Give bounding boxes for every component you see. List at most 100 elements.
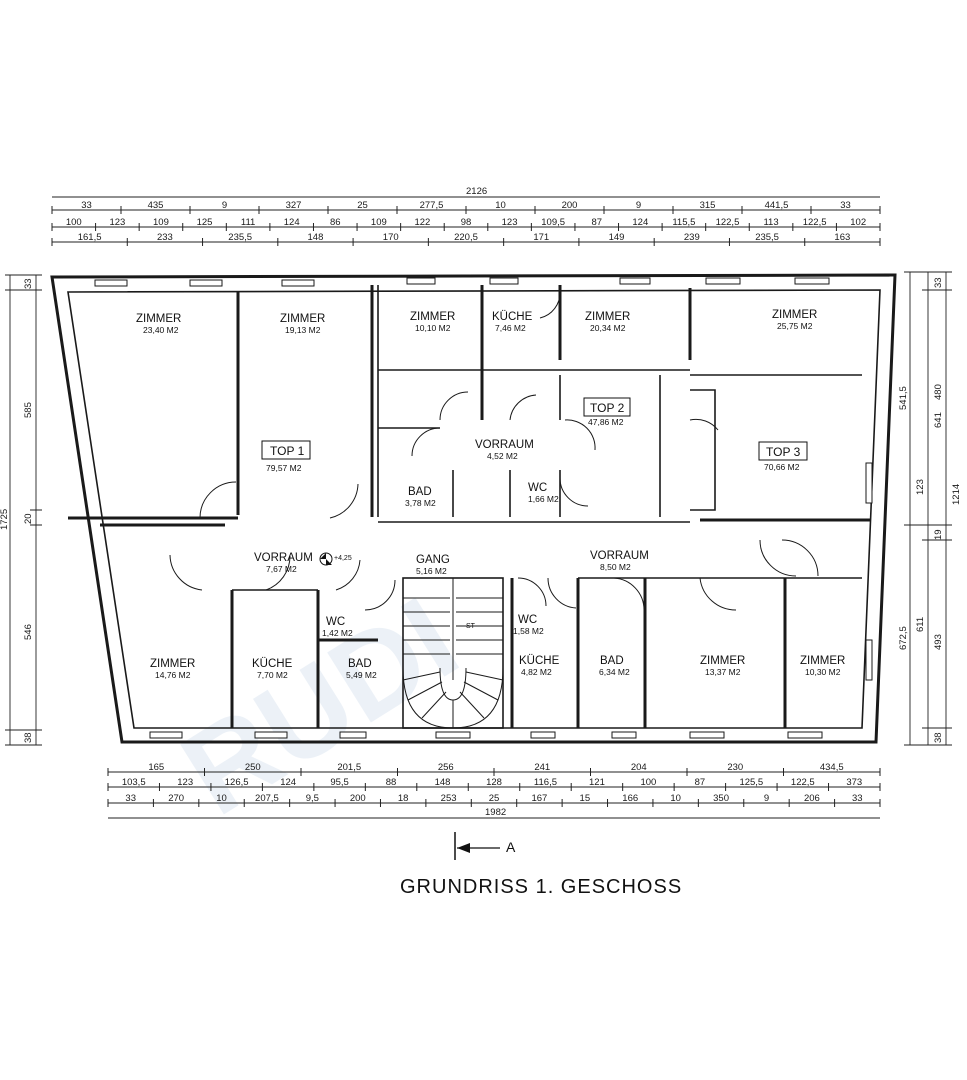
top-row3-dim-value: 235,5 [755,232,779,243]
section-marker: A [454,832,516,860]
bottom-row2-dim-value: 100 [640,777,656,788]
room-area: 6,34 M2 [599,667,630,677]
top-row1-dim-value: 315 [700,200,716,211]
room-name: ZIMMER [136,313,181,325]
window [281,279,315,287]
top-row3-dim-value: 233 [157,232,173,243]
bottom-row3-dim-value: 33 [852,793,863,804]
right-dim: 123 [915,479,926,495]
top-row3-dim-value: 163 [834,232,850,243]
room-name: GANG [416,554,450,566]
bottom-row3-dim-value: 350 [713,793,729,804]
right-dim: 611 [915,617,926,632]
window [619,277,651,285]
room-name: KÜCHE [492,311,533,323]
left-dim: 585 [23,402,34,418]
room-area: 10,10 M2 [415,323,451,333]
bottom-row2-dim-value: 87 [695,777,706,788]
top-row1-dim-value: 200 [562,200,578,211]
bottom-row2-dim-value: 373 [846,777,862,788]
room-area: 7,70 M2 [257,670,288,680]
bottom-row2-dim-value: 88 [386,777,397,788]
top-row3-dim-value: 149 [609,232,625,243]
room-name: ZIMMER [585,311,630,323]
right-dim: 38 [933,732,944,743]
right-dim: 480 [933,384,944,400]
top-row3-dim-value: 170 [383,232,399,243]
window [865,639,873,681]
room-name: ZIMMER [772,309,817,321]
top-row3-dim-value: 239 [684,232,700,243]
top-row3-dim-value: 235,5 [228,232,252,243]
room-name: BAD [348,658,372,670]
room-area: 19,13 M2 [285,325,321,335]
bottom-row2-dim-value: 126,5 [225,777,249,788]
doors [169,291,819,611]
bottom-row1-dim-value: 201,5 [337,762,361,773]
stair-label: ST [466,623,476,630]
bottom-row3-dim-value: 33 [125,793,136,804]
window [189,279,223,287]
top-row1-dim-value: 25 [357,200,368,211]
room-area: 5,49 M2 [346,670,377,680]
right-dim: 672,5 [898,626,909,650]
room-area: 4,52 M2 [487,451,518,461]
bottom-row2-dim-value: 125,5 [739,777,763,788]
bottom-row2-dim-value: 122,5 [791,777,815,788]
windows [94,277,873,739]
left-dim: 38 [23,732,34,743]
bottom-row1-dim-value: 204 [631,762,647,773]
room-name: WC [326,616,345,628]
top-row2-dim-value: 109,5 [541,217,565,228]
bottom-row2-dim-value: 123 [177,777,193,788]
bottom-row2-dim-value: 116,5 [534,777,557,788]
room-name: WC [518,614,537,626]
top-row1-dim-value: 441,5 [765,200,789,211]
room-name: VORRAUM [475,439,534,451]
bottom-row3-dim-value: 10 [216,793,227,804]
room-name: BAD [600,655,624,667]
section-marker-label: A [506,839,516,855]
bottom-row3-dim-value: 253 [441,793,457,804]
window [149,731,183,739]
drawing-title: GRUNDRISS 1. GESCHOSS [400,876,682,898]
top-row2-dim-value: 122,5 [716,217,740,228]
top-total-dim: 2126 [466,186,487,197]
top-row2-dim-value: 86 [330,217,341,228]
top-row1-dim-value: 9 [636,200,641,211]
window [94,279,128,287]
top-row2-dim-value: 111 [241,217,255,228]
top-row1-dim-value: 277,5 [420,200,444,211]
right-dim: 541,5 [898,386,909,410]
left-dimensions: 33 585 1725 20 546 38 [0,274,42,746]
window [865,462,873,504]
room-area: 4,82 M2 [521,667,552,677]
room-area: 25,75 M2 [777,321,813,331]
room-area: 3,78 M2 [405,498,436,508]
top-row2-dim-value: 102 [850,217,866,228]
room-area: 10,30 M2 [805,667,841,677]
window [254,731,288,739]
bottom-row1-dim-value: 250 [245,762,261,773]
window [794,277,830,285]
room-area: 1,42 M2 [322,628,353,638]
window [435,731,471,739]
bottom-row3-dim-value: 200 [350,793,366,804]
bottom-row1-dim-value: 165 [148,762,164,773]
room-name: VORRAUM [254,552,313,564]
room-name: ZIMMER [280,313,325,325]
room-name: ZIMMER [150,658,195,670]
room-name: ZIMMER [700,655,745,667]
top-row3-dim-value: 171 [533,232,549,243]
window [611,731,637,739]
window [689,731,725,739]
room-area: 1,58 M2 [513,626,544,636]
bottom-total-dim: 1982 [485,807,506,818]
top-row2-dim-value: 87 [591,217,602,228]
room-name: ZIMMER [800,655,845,667]
window [530,731,556,739]
bottom-row3-dim-value: 9 [764,793,769,804]
room-area: 1,66 M2 [528,494,559,504]
